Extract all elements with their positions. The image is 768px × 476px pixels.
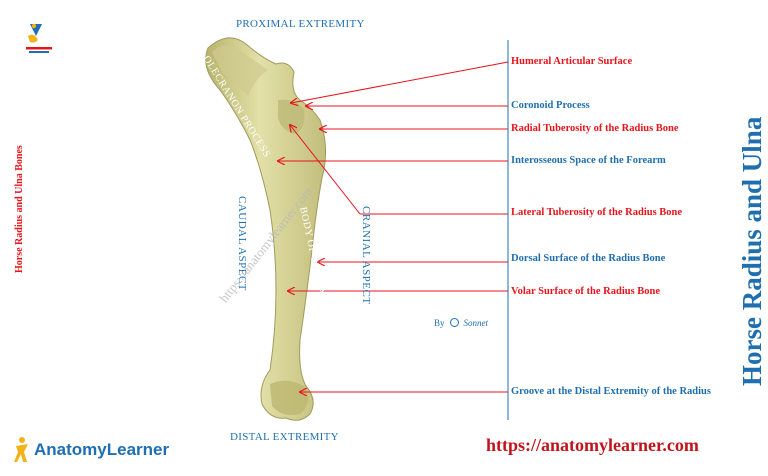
- signature-mark-icon: [449, 317, 459, 327]
- top-logo: [24, 22, 54, 56]
- pointer-humeral-articular: [291, 61, 509, 103]
- coronoid-shade: [278, 99, 305, 134]
- signature-name: Sonnet: [463, 318, 489, 328]
- signature: By Sonnet: [434, 313, 488, 331]
- pointer-lateral-tuberosity-b: [290, 125, 361, 215]
- label-coronoid-process: Coronoid Process: [511, 100, 590, 111]
- logo-text: AnatomyLearner: [34, 440, 170, 459]
- distal-shade: [270, 380, 308, 415]
- cranial-aspect-label: CRANIAL ASPECT: [360, 206, 372, 305]
- signature-by: By: [434, 318, 445, 328]
- site-url: https://anatomylearner.com: [486, 435, 699, 455]
- label-interosseous-space: Interosseous Space of the Forearm: [511, 155, 666, 166]
- main-title: Horse Radius and Ulna: [737, 116, 767, 386]
- olecranon-shade: [212, 45, 268, 96]
- anatomylearner-logo: AnatomyLearner: [14, 436, 169, 466]
- label-dorsal-surface: Dorsal Surface of the Radius Bone: [511, 253, 666, 264]
- label-volar-surface: Volar Surface of the Radius Bone: [511, 286, 661, 297]
- label-lateral-tuberosity: Lateral Tuberosity of the Radius Bone: [511, 207, 683, 218]
- label-radial-tuberosity: Radial Tuberosity of the Radius Bone: [511, 123, 679, 134]
- label-distal-groove: Groove at the Distal Extremity of the Ra…: [511, 386, 711, 397]
- logo-figure-icon: [14, 437, 28, 462]
- label-humeral-articular-surface: Humeral Articular Surface: [511, 56, 633, 67]
- proximal-heading: PROXIMAL EXTREMITY: [236, 18, 365, 30]
- logo-mark-icon: [26, 23, 52, 53]
- distal-heading: DISTAL EXTREMITY: [230, 431, 339, 443]
